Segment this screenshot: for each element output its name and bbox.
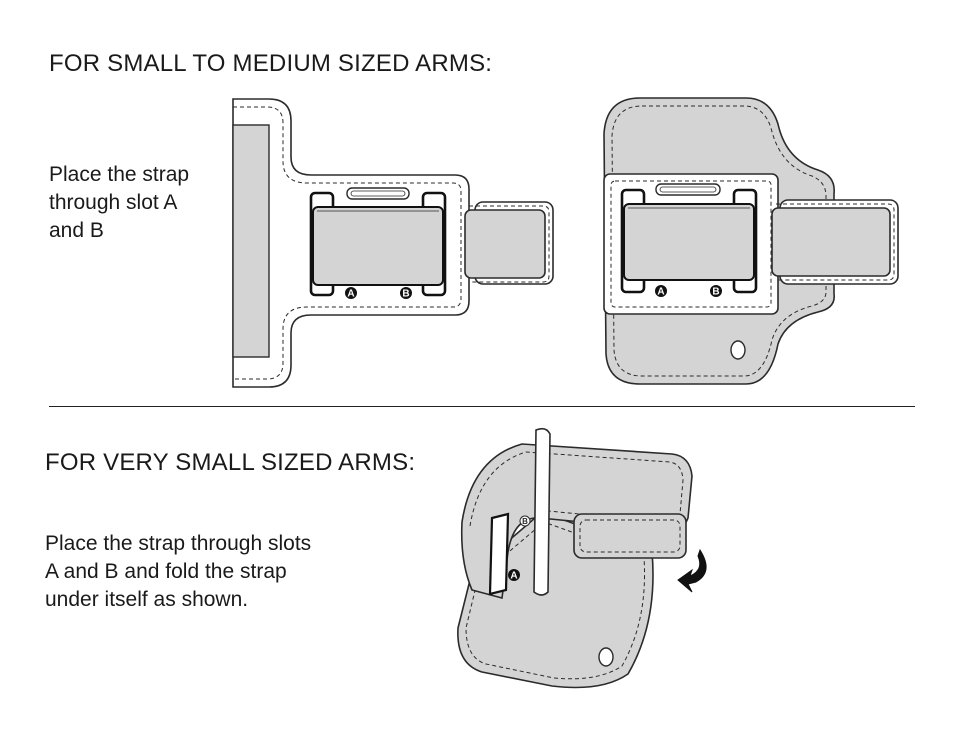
section1-instructions-line: through slot A <box>49 191 178 214</box>
slot-b-label: B <box>402 289 409 300</box>
slot-a-marker <box>655 285 667 297</box>
section-divider <box>49 406 915 407</box>
slot-b-marker <box>519 515 531 527</box>
section2-instructions-line: Place the strap through slots <box>45 532 312 555</box>
slot-b-label: B <box>522 517 528 526</box>
section1-instructions-line: Place the strap <box>49 163 190 186</box>
slot-b-marker <box>710 285 722 297</box>
strap-slot-top <box>346 187 410 200</box>
section2-instructions-line: under itself as shown. <box>45 588 249 611</box>
armband-back-illustration: A B <box>603 97 899 385</box>
strap-band <box>623 203 755 281</box>
slot-a-label: A <box>510 571 517 582</box>
slot-a-frame <box>488 512 510 596</box>
section1-instructions-line: and B <box>49 219 104 242</box>
strap-band <box>312 206 444 286</box>
section2-instructions-line: A and B and fold the strap <box>45 560 287 583</box>
section1-instructions: Place the strap through slot A and B <box>49 161 189 245</box>
strap-folded-tail <box>573 513 687 559</box>
phone-window <box>232 124 270 358</box>
slot-b-label: B <box>712 287 719 298</box>
slot-a-label: A <box>347 289 354 300</box>
strap-slot-top <box>655 183 721 196</box>
armband-folded-illustration: A B <box>457 427 707 689</box>
section1-heading: FOR SMALL TO MEDIUM SIZED ARMS: <box>49 50 493 77</box>
strap-tail <box>771 207 891 277</box>
slot-a-label: A <box>657 287 664 298</box>
slot-b-marker <box>400 287 412 299</box>
headphone-port <box>598 647 614 667</box>
section2-instructions: Place the strap through slots A and B an… <box>45 530 311 614</box>
strap-tail <box>464 209 546 279</box>
fold-arrow-icon <box>677 548 707 593</box>
armband-front-illustration: A B <box>232 98 554 388</box>
headphone-port <box>730 340 746 360</box>
slot-a-marker <box>345 287 357 299</box>
section2-heading: FOR VERY SMALL SIZED ARMS: <box>45 449 416 476</box>
slot-a-marker <box>508 569 520 581</box>
